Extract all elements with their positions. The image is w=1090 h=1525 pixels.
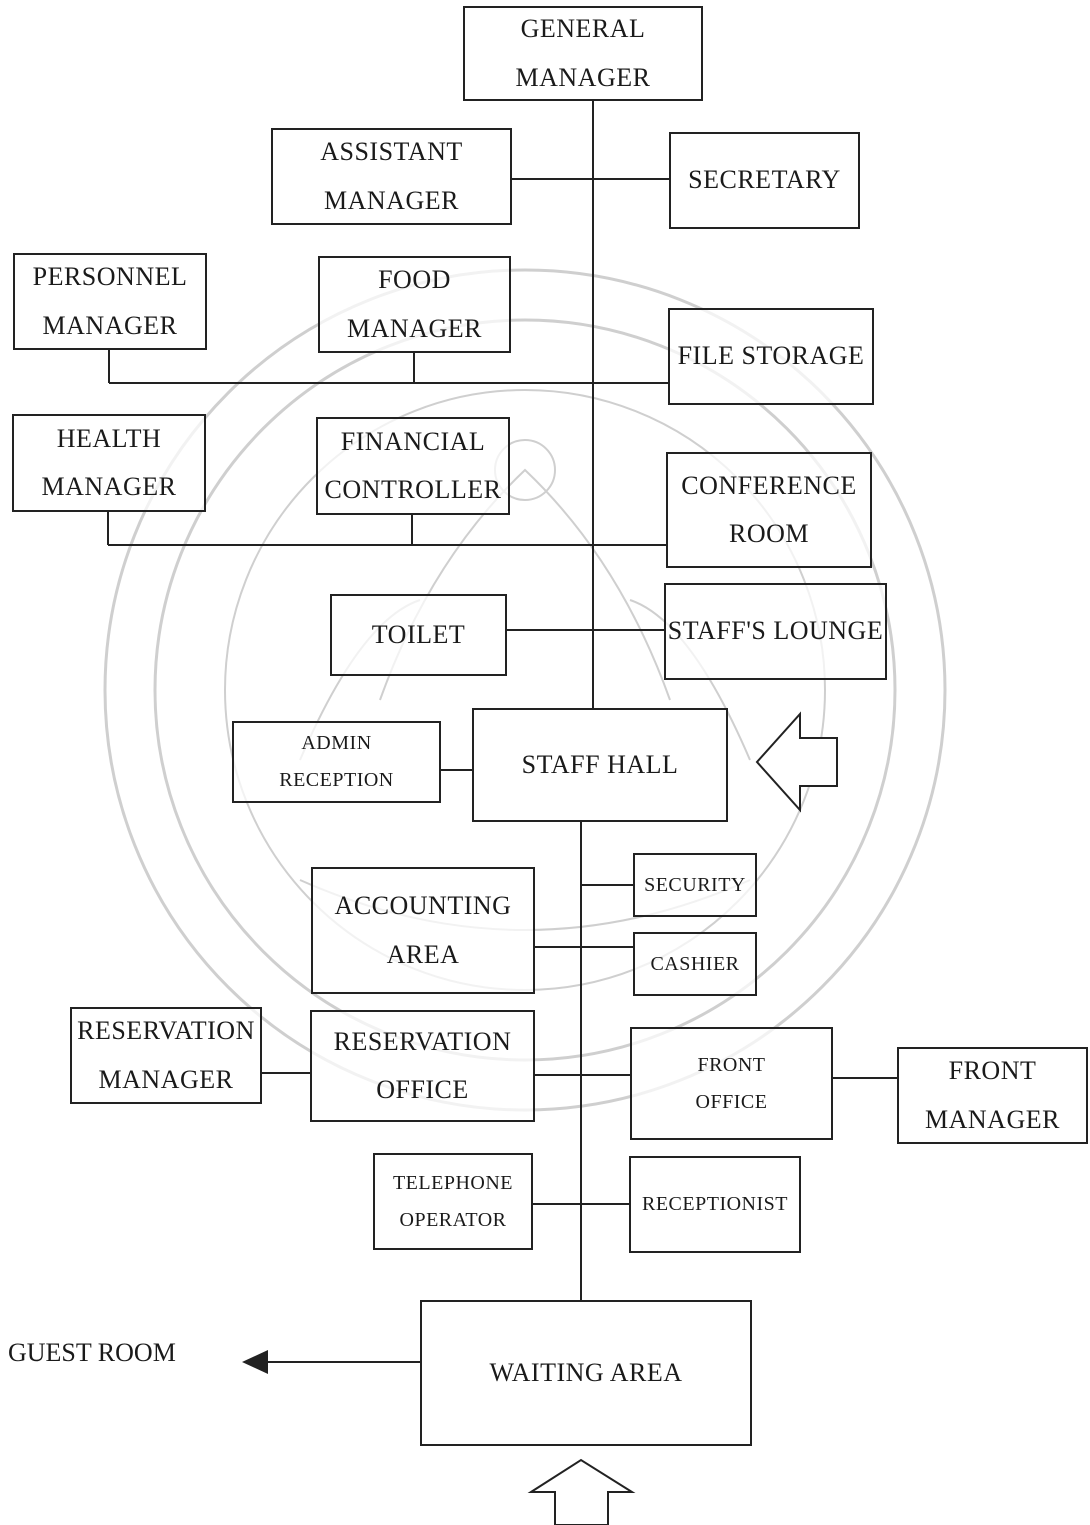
receptionist-label: RECEPTIONIST <box>642 1193 788 1215</box>
reservation-manager-line-2: MANAGER <box>98 1064 234 1094</box>
telephone-operator-line-2: OPERATOR <box>399 1208 507 1231</box>
reservation-office-line-1: RESERVATION <box>333 1026 512 1056</box>
staff-hall-label: STAFF HALL <box>521 749 679 779</box>
guest-room-label: GUEST ROOM <box>8 1338 176 1367</box>
telephone-operator-line-1: TELEPHONE <box>392 1171 514 1194</box>
front-office-box: FRONT OFFICE <box>630 1027 833 1140</box>
receptionist-box: RECEPTIONIST <box>629 1156 801 1253</box>
staffs-lounge-box: STAFF'S LOUNGE <box>664 583 887 680</box>
waiting-area-label: WAITING AREA <box>489 1357 683 1387</box>
admin-reception-line-2: RECEPTION <box>279 769 394 791</box>
reservation-office-box: RESERVATION OFFICE <box>310 1010 535 1122</box>
assistant-manager-line-2: MANAGER <box>324 185 459 215</box>
toilet-box: TOILET <box>330 594 507 676</box>
personnel-manager-box: PERSONNEL MANAGER <box>13 253 207 350</box>
general-manager-line-1: GENERAL <box>520 14 646 44</box>
health-manager-line-1: HEALTH <box>56 423 162 453</box>
health-manager-box: HEALTH MANAGER <box>12 414 206 512</box>
financial-controller-line-1: FINANCIAL <box>340 426 486 456</box>
staff-hall-box: STAFF HALL <box>472 708 728 822</box>
front-office-line-2: OFFICE <box>695 1090 768 1113</box>
waiting-area-box: WAITING AREA <box>420 1300 752 1446</box>
reservation-office-line-2: OFFICE <box>376 1075 469 1104</box>
security-label: SECURITY <box>644 873 746 896</box>
assistant-manager-line-1: ASSISTANT <box>320 137 463 167</box>
accounting-area-line-1: ACCOUNTING <box>334 891 512 921</box>
file-storage-label: FILE STORAGE <box>677 341 865 371</box>
conference-room-line-2: ROOM <box>728 519 809 548</box>
assistant-manager-box: ASSISTANT MANAGER <box>271 128 512 225</box>
health-manager-line-2: MANAGER <box>41 472 177 501</box>
financial-controller-box: FINANCIAL CONTROLLER <box>316 417 510 515</box>
secretary-label: SECRETARY <box>688 165 841 195</box>
food-manager-box: FOOD MANAGER <box>318 256 511 353</box>
front-manager-line-1: FRONT <box>948 1056 1037 1086</box>
file-storage-box: FILE STORAGE <box>668 308 874 405</box>
personnel-manager-line-2: MANAGER <box>42 310 178 340</box>
front-office-line-1: FRONT <box>697 1053 766 1076</box>
toilet-label: TOILET <box>371 619 466 649</box>
general-manager-line-2: MANAGER <box>515 62 651 92</box>
admin-reception-line-1: ADMIN <box>301 732 372 754</box>
food-manager-line-1: FOOD <box>378 265 451 295</box>
general-manager-box: GENERAL MANAGER <box>463 6 703 101</box>
food-manager-line-2: MANAGER <box>347 313 482 343</box>
staffs-lounge-label: STAFF'S LOUNGE <box>667 616 884 646</box>
admin-reception-box: ADMIN RECEPTION <box>232 721 441 803</box>
front-manager-box: FRONT MANAGER <box>897 1047 1088 1144</box>
conference-room-box: CONFERENCE ROOM <box>666 452 872 568</box>
secretary-box: SECRETARY <box>669 132 860 229</box>
cashier-box: CASHIER <box>633 932 757 996</box>
accounting-area-line-2: AREA <box>386 939 460 969</box>
telephone-operator-box: TELEPHONE OPERATOR <box>373 1153 533 1250</box>
reservation-manager-box: RESERVATION MANAGER <box>70 1007 262 1104</box>
front-manager-line-2: MANAGER <box>925 1104 1060 1134</box>
conference-room-line-1: CONFERENCE <box>681 470 857 500</box>
cashier-label: CASHIER <box>650 952 740 975</box>
financial-controller-line-2: CONTROLLER <box>324 475 502 504</box>
accounting-area-box: ACCOUNTING AREA <box>311 867 535 994</box>
reservation-manager-line-1: RESERVATION <box>77 1016 255 1046</box>
security-box: SECURITY <box>633 853 757 917</box>
personnel-manager-line-1: PERSONNEL <box>32 262 188 292</box>
